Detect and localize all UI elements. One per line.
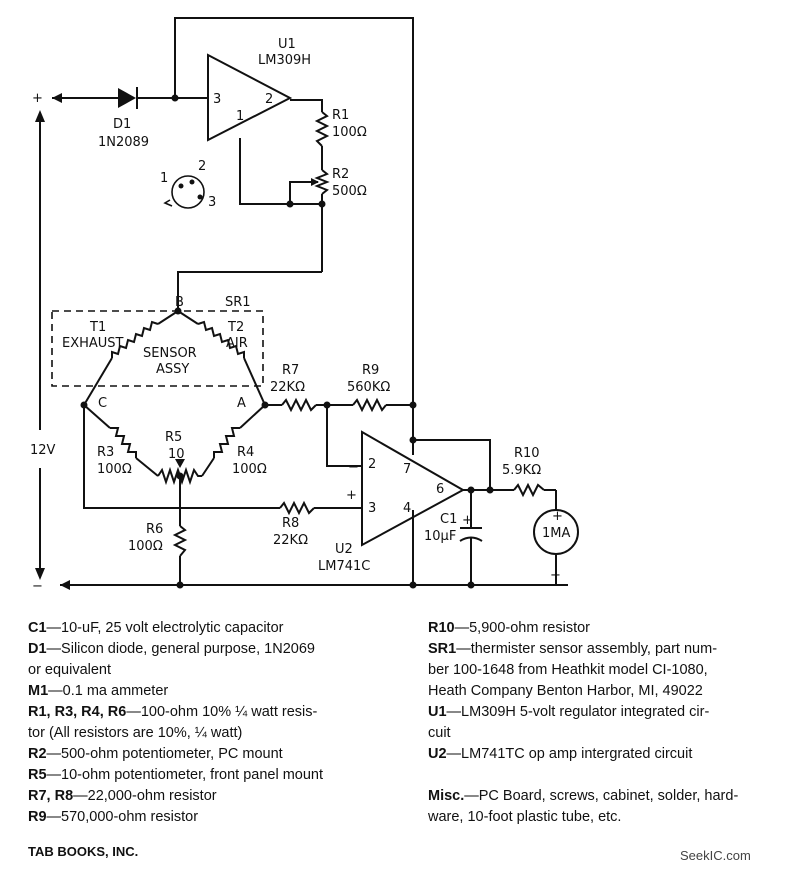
r3-value: 100Ω — [97, 462, 132, 477]
potentiometer-r2: R2 500Ω — [311, 167, 367, 199]
node-b: B — [175, 295, 184, 310]
u2-pin-2: 2 — [368, 457, 376, 472]
part-misc: Misc.—PC Board, screws, cabinet, solder,… — [428, 788, 739, 825]
meter-plus: + — [552, 509, 563, 524]
c1-polarity: + — [462, 513, 473, 528]
r1-value: 100Ω — [332, 125, 367, 140]
r2-value: 500Ω — [332, 184, 367, 199]
part-r9: R9—570,000-ohm resistor — [28, 809, 199, 825]
part-sr1: SR1—thermister sensor assembly, part num… — [428, 641, 718, 699]
part-r1-r3-r4-r6: R1, R3, R4, R6—100-ohm 10% ¼ watt resis-… — [28, 704, 318, 741]
r7-ref: R7 — [282, 363, 299, 378]
d1-part: 1N2089 — [98, 135, 149, 150]
part-r2: R2—500-ohm potentiometer, PC mount — [28, 746, 283, 762]
u2-pin-4: 4 — [403, 501, 411, 516]
c1-ref: C1 — [440, 512, 457, 527]
regulator-u1: U1 LM309H 3 2 1 — [207, 37, 311, 142]
u2-pin-6: 6 — [436, 482, 444, 497]
resistor-r9: R9 560KΩ — [347, 363, 390, 413]
meter-label: 1MA — [542, 526, 570, 541]
resistor-r10: R10 5.9KΩ — [502, 446, 545, 498]
u1-pin-3: 3 — [213, 92, 221, 107]
t2-name: AIR — [226, 336, 248, 351]
r5-ref: R5 — [165, 430, 182, 445]
t1-ref: T1 — [89, 320, 106, 335]
resistor-r1: R1 100Ω — [314, 108, 367, 147]
resistor-r8: R8 22KΩ — [273, 500, 315, 548]
publisher-credit: TAB BOOKS, INC. — [28, 844, 139, 859]
parts-list-left: C1—10-uF, 25 volt electrolytic capacitor… — [28, 618, 400, 828]
meter-minus: − — [550, 568, 561, 583]
opamp-u2: − + 2 3 7 4 6 U2 LM741C — [318, 430, 466, 574]
u2-part: LM741C — [318, 559, 370, 574]
r4-ref: R4 — [237, 445, 254, 460]
circuit-schematic: + − 12V D1 1N2089 U1 LM309H 3 2 1 1 2 3 … — [30, 17, 579, 594]
pinout-3: 3 — [208, 195, 216, 210]
r10-value: 5.9KΩ — [502, 463, 541, 478]
t1-name: EXHAUST — [62, 336, 124, 351]
u1-ref: U1 — [278, 37, 296, 52]
sensor-bridge: B SR1 T1 EXHAUST T2 AIR SENSOR ASSY C A … — [51, 295, 267, 486]
part-u2: U2—LM741TC op amp intergrated circuit — [428, 746, 693, 762]
pinout-1: 1 — [160, 171, 168, 186]
junction-dots — [80, 94, 494, 589]
sensor-label-2: ASSY — [156, 362, 189, 377]
r4-value: 100Ω — [232, 462, 267, 477]
r10-ref: R10 — [514, 446, 540, 461]
r7-value: 22KΩ — [270, 380, 305, 395]
node-a: A — [237, 396, 246, 411]
watermark: SeekIC.com — [680, 848, 751, 863]
d1-ref: D1 — [113, 117, 131, 132]
parts-list-right: R10—5,900-ohm resistor SR1—thermister se… — [428, 618, 790, 828]
part-r10: R10—5,900-ohm resistor — [428, 620, 590, 636]
supply-voltage-label: 12V — [30, 443, 56, 458]
resistor-r7: R7 22KΩ — [270, 363, 317, 413]
u2-pin-3: 3 — [368, 501, 376, 516]
part-r5: R5—10-ohm potentiometer, front panel mou… — [28, 767, 324, 783]
u2-pin-7: 7 — [403, 462, 411, 477]
part-u1: U1—LM309H 5-volt regulator integrated ci… — [428, 704, 710, 741]
supply-plus: + — [32, 91, 43, 106]
supply-minus: − — [32, 579, 43, 594]
meter-m1: 1MA + − — [533, 509, 579, 583]
part-r7-r8: R7, R8—22,000-ohm resistor — [28, 788, 217, 804]
u2-inverting: − — [348, 460, 359, 475]
r6-ref: R6 — [146, 522, 163, 537]
r8-ref: R8 — [282, 516, 299, 531]
part-d1: D1—Silicon diode, general purpose, 1N206… — [28, 641, 315, 678]
part-c1: C1—10-uF, 25 volt electrolytic capacitor — [28, 620, 284, 636]
u1-pin-2: 2 — [265, 92, 273, 107]
r5-value: 10 — [168, 447, 185, 462]
u1-part: LM309H — [258, 53, 311, 68]
u1-pin-1: 1 — [236, 109, 244, 124]
node-c: C — [98, 396, 107, 411]
t2-ref: T2 — [227, 320, 244, 335]
capacitor-c1: + C1 10μF — [424, 512, 483, 544]
r8-value: 22KΩ — [273, 533, 308, 548]
part-m1: M1—0.1 ma ammeter — [28, 683, 169, 699]
sensor-label-1: SENSOR — [143, 346, 197, 361]
resistor-r6: R6 100Ω — [128, 522, 188, 557]
u2-ref: U2 — [335, 542, 353, 557]
r3-ref: R3 — [97, 445, 114, 460]
r1-ref: R1 — [332, 108, 349, 123]
sr1-ref: SR1 — [225, 295, 251, 310]
r9-ref: R9 — [362, 363, 379, 378]
r9-value: 560KΩ — [347, 380, 390, 395]
r6-value: 100Ω — [128, 539, 163, 554]
to5-pinout: 1 2 3 — [160, 159, 216, 210]
pinout-2: 2 — [198, 159, 206, 174]
u2-noninverting: + — [346, 488, 357, 503]
r2-ref: R2 — [332, 167, 349, 182]
supply: + − 12V — [30, 91, 70, 594]
c1-value: 10μF — [424, 529, 456, 544]
diode-d1: D1 1N2089 — [98, 87, 149, 150]
